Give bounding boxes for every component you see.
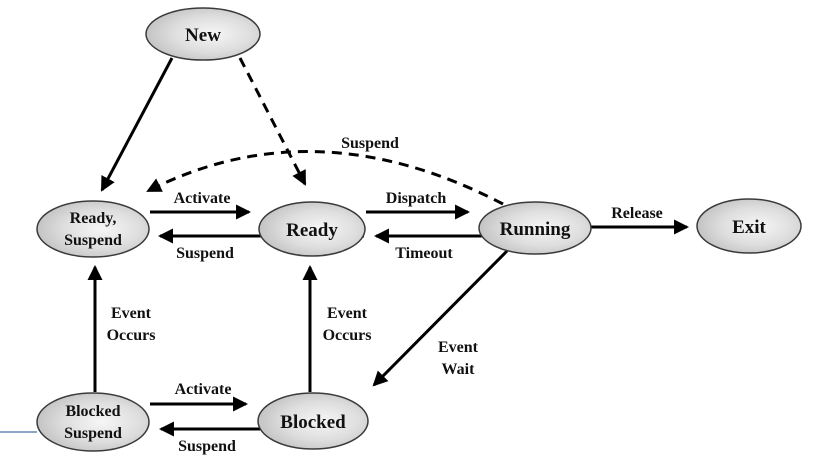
edge-label-activate-bottom: Activate (175, 381, 232, 398)
edge-label-timeout: Timeout (395, 245, 453, 262)
node-ready-suspend-shape (36, 200, 150, 258)
node-blocked: Blocked (257, 392, 369, 450)
edge-running-to-blocked (372, 249, 509, 387)
node-blocked-suspend-label-line1: Blocked (65, 403, 120, 420)
node-ready-suspend-label-line2: Suspend (64, 232, 122, 249)
node-new-label: New (185, 25, 221, 46)
node-running-label: Running (500, 219, 571, 240)
node-ready-suspend: Ready, Suspend (36, 200, 150, 258)
edge-new-to-ready-suspend (100, 57, 174, 192)
node-exit-label: Exit (732, 217, 766, 238)
node-exit-shape (696, 198, 802, 254)
node-ready-label: Ready (286, 220, 338, 241)
edge-label-release: Release (611, 205, 663, 222)
node-running: Running (478, 201, 592, 255)
edge-label-event-occurs-right-line1: Event (327, 305, 368, 322)
node-running-shape (478, 201, 592, 255)
edge-label-suspend-mid: Suspend (176, 245, 234, 262)
edge-running-to-ready-suspend (146, 150, 504, 206)
node-blocked-suspend-label-line2: Suspend (64, 425, 122, 442)
edge-label-event-wait-line1: Event (438, 339, 479, 356)
edge-label-dispatch: Dispatch (386, 190, 447, 207)
edge-label-event-wait-line2: Wait (442, 361, 476, 378)
edge-label-event-occurs-right-line2: Occurs (323, 327, 372, 344)
node-blocked-suspend: Blocked Suspend (36, 392, 150, 452)
edge-label-suspend-bottom: Suspend (178, 438, 236, 455)
node-new: New (145, 7, 261, 61)
node-blocked-label: Blocked (280, 412, 346, 433)
edge-label-suspend-curve: Suspend (341, 135, 399, 152)
node-blocked-shape (257, 392, 369, 450)
edge-label-event-occurs-left-line2: Occurs (107, 327, 156, 344)
node-ready-shape (258, 201, 366, 257)
node-exit: Exit (696, 198, 802, 254)
edge-new-to-ready (238, 57, 307, 186)
node-new-shape (145, 7, 261, 61)
node-ready: Ready (258, 201, 366, 257)
node-ready-suspend-label-line1: Ready, (70, 210, 117, 227)
edge-label-activate-top: Activate (174, 190, 231, 207)
node-blocked-suspend-shape (36, 392, 150, 452)
edge-label-event-occurs-left-line1: Event (111, 305, 152, 322)
